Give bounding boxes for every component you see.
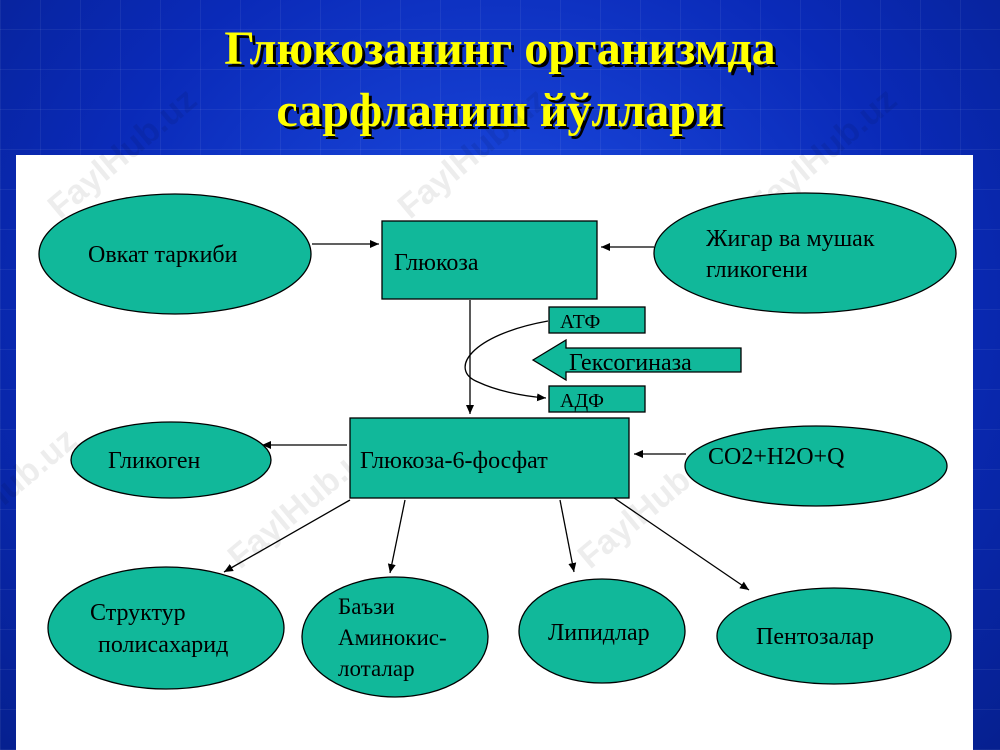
node-glikogen-label: Гликоген (108, 448, 201, 474)
node-jigar-label-2: гликогени (706, 257, 808, 283)
connectors (223, 240, 750, 591)
node-glyukoza: Глюкоза (381, 220, 598, 300)
node-ovkat: Овкат таркиби (38, 193, 312, 315)
node-pentozalar-label: Пентозалар (756, 624, 874, 650)
node-jigar: Жигар ва мушак гликогени (653, 192, 957, 314)
node-bazi-label-2: Аминокис- (338, 625, 447, 650)
node-struktur-label-1: Структур (90, 600, 186, 626)
node-co2-label: CO2+H2O+Q (708, 444, 844, 470)
node-atf-label: АТФ (560, 311, 600, 333)
node-struktur: Структур полисахарид (47, 566, 285, 690)
node-bazi-label-3: лоталар (338, 656, 415, 681)
watermark-2: FaylHub.uz (391, 80, 554, 226)
node-struktur-label-2: полисахарид (98, 632, 228, 658)
watermark-6: FaylHub.uz (0, 420, 84, 566)
node-adf-label: АДФ (560, 390, 604, 412)
title-line-1: Глюкозанинг организмда (224, 22, 776, 75)
node-ovkat-label: Овкат таркиби (88, 242, 238, 268)
arrow-g6f-to-struktur (223, 499, 351, 573)
node-g6f-label: Глюкоза-6-фосфат (360, 448, 548, 474)
node-lipidlar: Липидлар (518, 578, 686, 684)
node-glyukoza-label: Глюкоза (394, 250, 479, 276)
node-jigar-label-1: Жигар ва мушак (706, 226, 875, 252)
node-bazi-label-1: Баъзи (338, 594, 395, 619)
arrow-g6f-to-lipidlar (559, 499, 577, 573)
node-pentozalar: Пентозалар (716, 587, 952, 685)
node-glikogen: Гликоген (70, 421, 272, 499)
node-geksoginaza: Гексогиназа (531, 338, 742, 382)
arrow-g6f-to-bazi (387, 499, 406, 574)
node-atf: АТФ (548, 306, 646, 334)
node-geksoginaza-label: Гексогиназа (569, 350, 692, 376)
atf-adf-curve (464, 320, 549, 402)
node-bazi: Баъзи Аминокис- лоталар (301, 576, 489, 698)
node-g6f: Глюкоза-6-фосфат (349, 417, 630, 499)
node-adf: АДФ (548, 385, 646, 413)
slide-title: Глюкозанинг организмда сарфланиш йўллари (0, 18, 1000, 142)
node-co2: CO2+H2O+Q (684, 425, 948, 507)
title-line-2: сарфланиш йўллари (276, 84, 724, 137)
node-lipidlar-label: Липидлар (548, 620, 650, 646)
arrow-g6f-to-pentozalar (597, 486, 750, 591)
